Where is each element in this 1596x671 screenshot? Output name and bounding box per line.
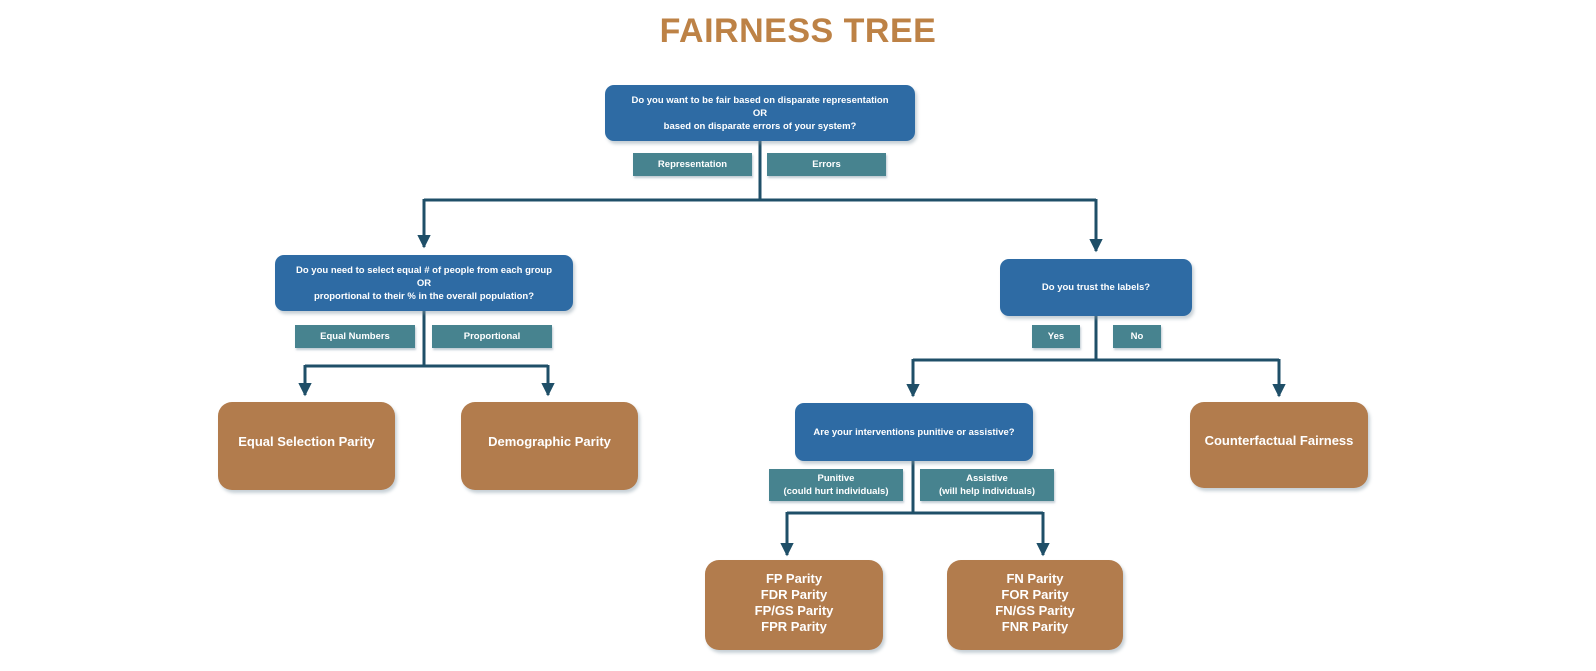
leaf-fp-line1: FP Parity [765, 571, 823, 586]
leaf-equal-selection-parity-label: Equal Selection Parity [238, 434, 375, 449]
answer-punitive-line2: (could hurt individuals) [783, 486, 889, 497]
answer-no-label: No [1130, 331, 1144, 342]
answer-proportional-label: Proportional [463, 331, 521, 342]
node-interventions-question: Are your interventions punitive or assis… [795, 403, 1033, 461]
node-selection-question: Do you need to select equal # of people … [275, 255, 573, 311]
answer-no: No [1113, 325, 1161, 348]
leaf-fn-parity-group: FN Parity FOR Parity FN/GS Parity FNR Pa… [947, 560, 1123, 650]
node-root-question: Do you want to be fair based on disparat… [605, 85, 915, 141]
answer-assistive-line2: (will help individuals) [938, 486, 1036, 497]
interventions-question-text: Are your interventions punitive or assis… [813, 426, 1015, 438]
leaf-fn-line3: FN/GS Parity [995, 603, 1075, 618]
answer-assistive-line1: Assistive [966, 473, 1008, 484]
root-question-line3: based on disparate errors of your system… [663, 120, 857, 132]
answer-yes-label: Yes [1047, 331, 1065, 342]
leaf-equal-selection-parity: Equal Selection Parity [218, 402, 395, 490]
leaf-counterfactual-fairness-label: Counterfactual Fairness [1204, 433, 1354, 448]
answer-errors-label: Errors [812, 159, 841, 170]
selection-question-line1: Do you need to select equal # of people … [295, 264, 552, 276]
answer-errors: Errors [767, 153, 886, 176]
answer-representation: Representation [633, 153, 752, 176]
root-question-line2: OR [752, 107, 768, 119]
answer-equal-numbers: Equal Numbers [295, 325, 415, 348]
answer-proportional: Proportional [432, 325, 552, 348]
leaf-fn-line2: FOR Parity [1001, 587, 1069, 602]
leaf-fp-line3: FP/GS Parity [754, 603, 834, 618]
answer-punitive-line1: Punitive [817, 473, 855, 484]
node-trust-question: Do you trust the labels? [1000, 259, 1192, 316]
leaf-demographic-parity: Demographic Parity [461, 402, 638, 490]
answer-punitive: Punitive (could hurt individuals) [769, 469, 903, 501]
leaf-fp-parity-group: FP Parity FDR Parity FP/GS Parity FPR Pa… [705, 560, 883, 650]
answer-equal-numbers-label: Equal Numbers [320, 331, 390, 342]
trust-question-text: Do you trust the labels? [1041, 282, 1151, 293]
leaf-demographic-parity-label: Demographic Parity [488, 434, 611, 449]
answer-assistive: Assistive (will help individuals) [920, 469, 1054, 501]
leaf-fn-line4: FNR Parity [1001, 619, 1069, 634]
answer-representation-label: Representation [657, 159, 728, 170]
leaf-fn-line1: FN Parity [1006, 571, 1064, 586]
selection-question-line3: proportional to their % in the overall p… [313, 290, 535, 302]
root-question-line1: Do you want to be fair based on disparat… [631, 94, 889, 106]
leaf-counterfactual-fairness: Counterfactual Fairness [1190, 402, 1368, 488]
page-title: FAIRNESS TREE [659, 12, 937, 50]
leaf-fp-line2: FDR Parity [760, 587, 828, 602]
answer-yes: Yes [1032, 325, 1080, 348]
selection-question-line2: OR [416, 277, 432, 289]
leaf-fp-line4: FPR Parity [761, 619, 827, 634]
